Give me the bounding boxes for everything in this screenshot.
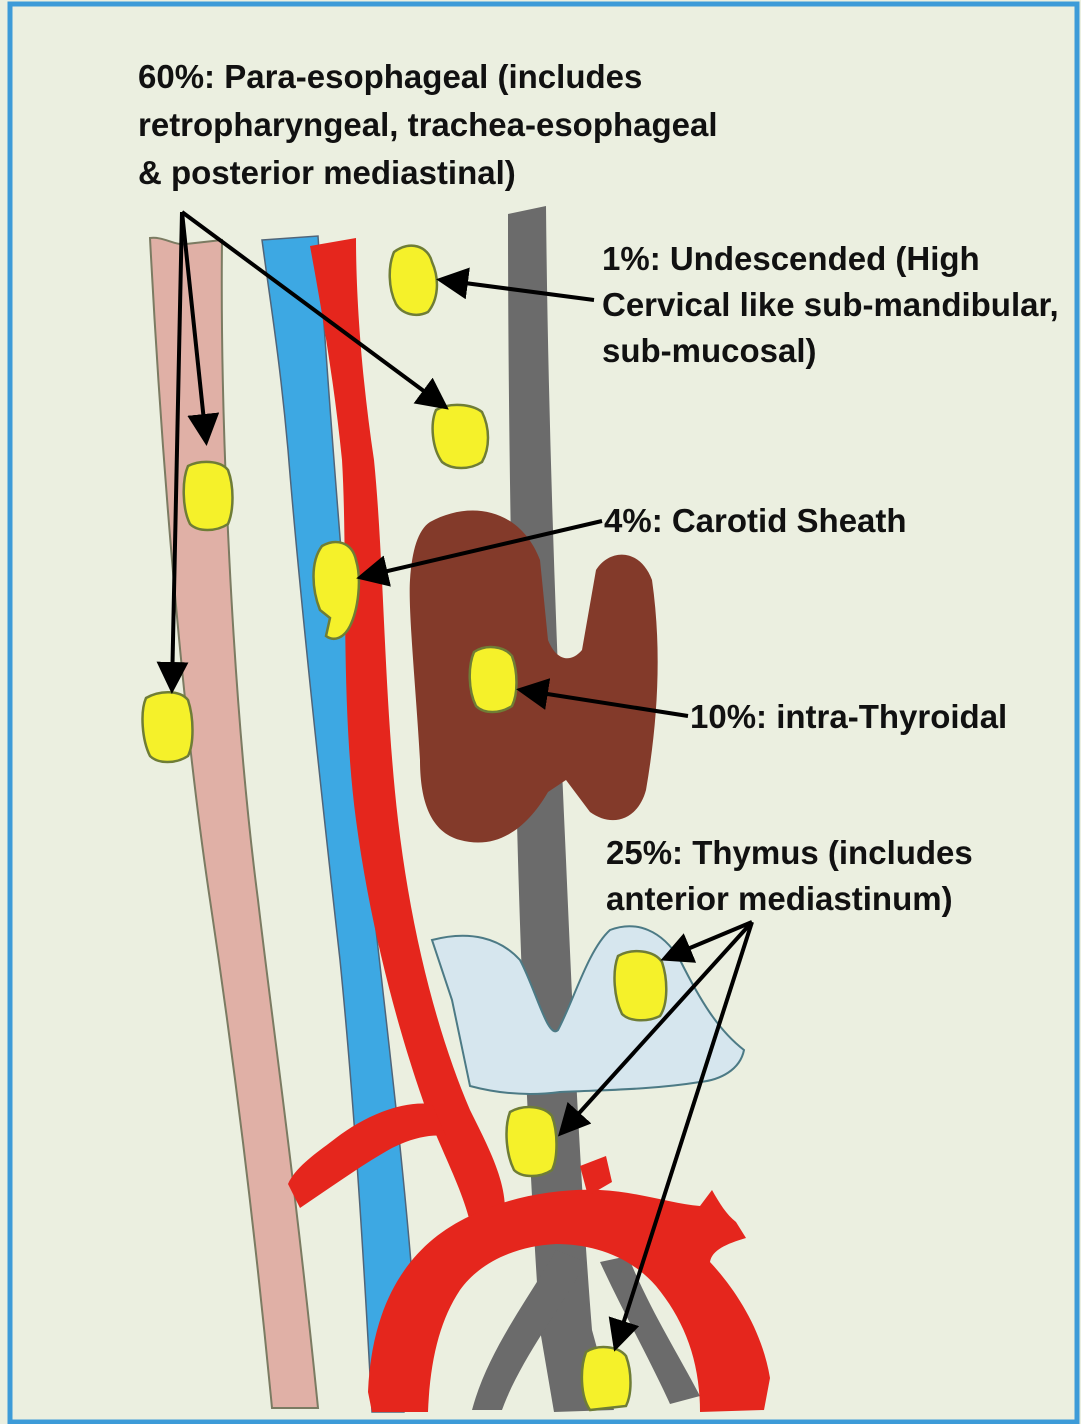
parathyroid-gland-para-esophageal-lower [143, 692, 193, 762]
thyroid-gland [410, 511, 658, 843]
label-para-esophageal-line1: 60%: Para-esophageal (includes [138, 58, 642, 95]
label-thymus-line1: 25%: Thymus (includes [606, 834, 973, 871]
parathyroid-gland-thymus-upper [615, 951, 667, 1020]
label-thymus-line2: anterior mediastinum) [606, 880, 953, 917]
label-para-esophageal-line3: & posterior mediastinal) [138, 154, 516, 191]
parathyroid-gland-intra-thyroidal [470, 647, 517, 712]
parathyroid-gland-undescended [390, 246, 437, 315]
label-para-esophageal-line2: retropharyngeal, trachea-esophageal [138, 106, 718, 143]
parathyroid-gland-para-esophageal-upper [433, 405, 488, 468]
label-intra-thyroidal: 10%: intra-Thyroidal [690, 698, 1007, 735]
parathyroid-gland-thymus-middle [507, 1107, 557, 1176]
label-undescended-line2: Cervical like sub-mandibular, [602, 286, 1059, 323]
parathyroid-gland-para-esophageal-middle [184, 462, 233, 530]
parathyroid-gland-thymus-lower [582, 1347, 631, 1410]
label-undescended-line3: sub-mucosal) [602, 332, 817, 369]
label-undescended-line1: 1%: Undescended (High [602, 240, 980, 277]
label-carotid-sheath: 4%: Carotid Sheath [604, 502, 907, 539]
